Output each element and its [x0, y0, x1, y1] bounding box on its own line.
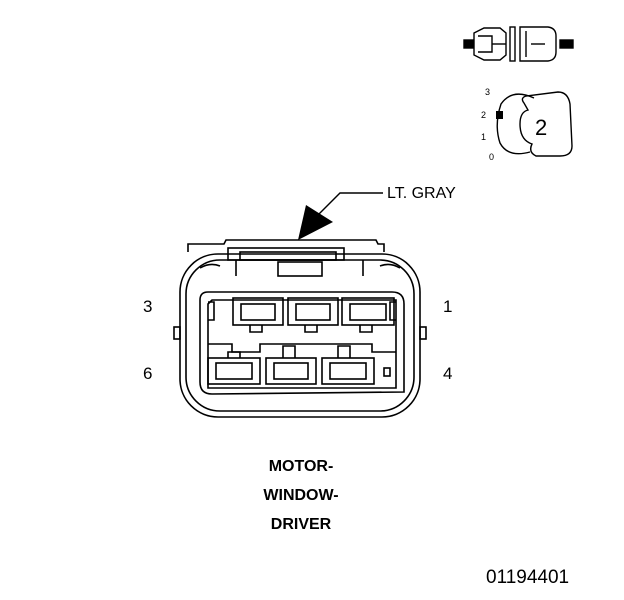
connector-name-line3: DRIVER [270, 516, 332, 533]
pin-4-label: 4 [443, 364, 453, 383]
pin-1-label: 1 [443, 297, 453, 316]
position-scale-1: 1 [481, 132, 487, 142]
figure-id: 01194401 [486, 567, 570, 588]
selected-position-label: 2 [535, 115, 548, 140]
position-scale-0: 0 [489, 152, 495, 162]
position-scale-3: 3 [485, 87, 491, 97]
connector-mating-icon [463, 26, 574, 62]
position-indicator-icon [496, 91, 573, 157]
connector-name-line1: MOTOR- [268, 458, 334, 475]
position-scale-2: 2 [481, 110, 487, 120]
color-label: LT. GRAY [387, 185, 456, 202]
color-callout-arrow [298, 192, 383, 240]
connector-face [173, 239, 427, 418]
pin-6-label: 6 [143, 364, 153, 383]
connector-name-line2: WINDOW- [263, 487, 339, 504]
pin-3-label: 3 [143, 297, 153, 316]
